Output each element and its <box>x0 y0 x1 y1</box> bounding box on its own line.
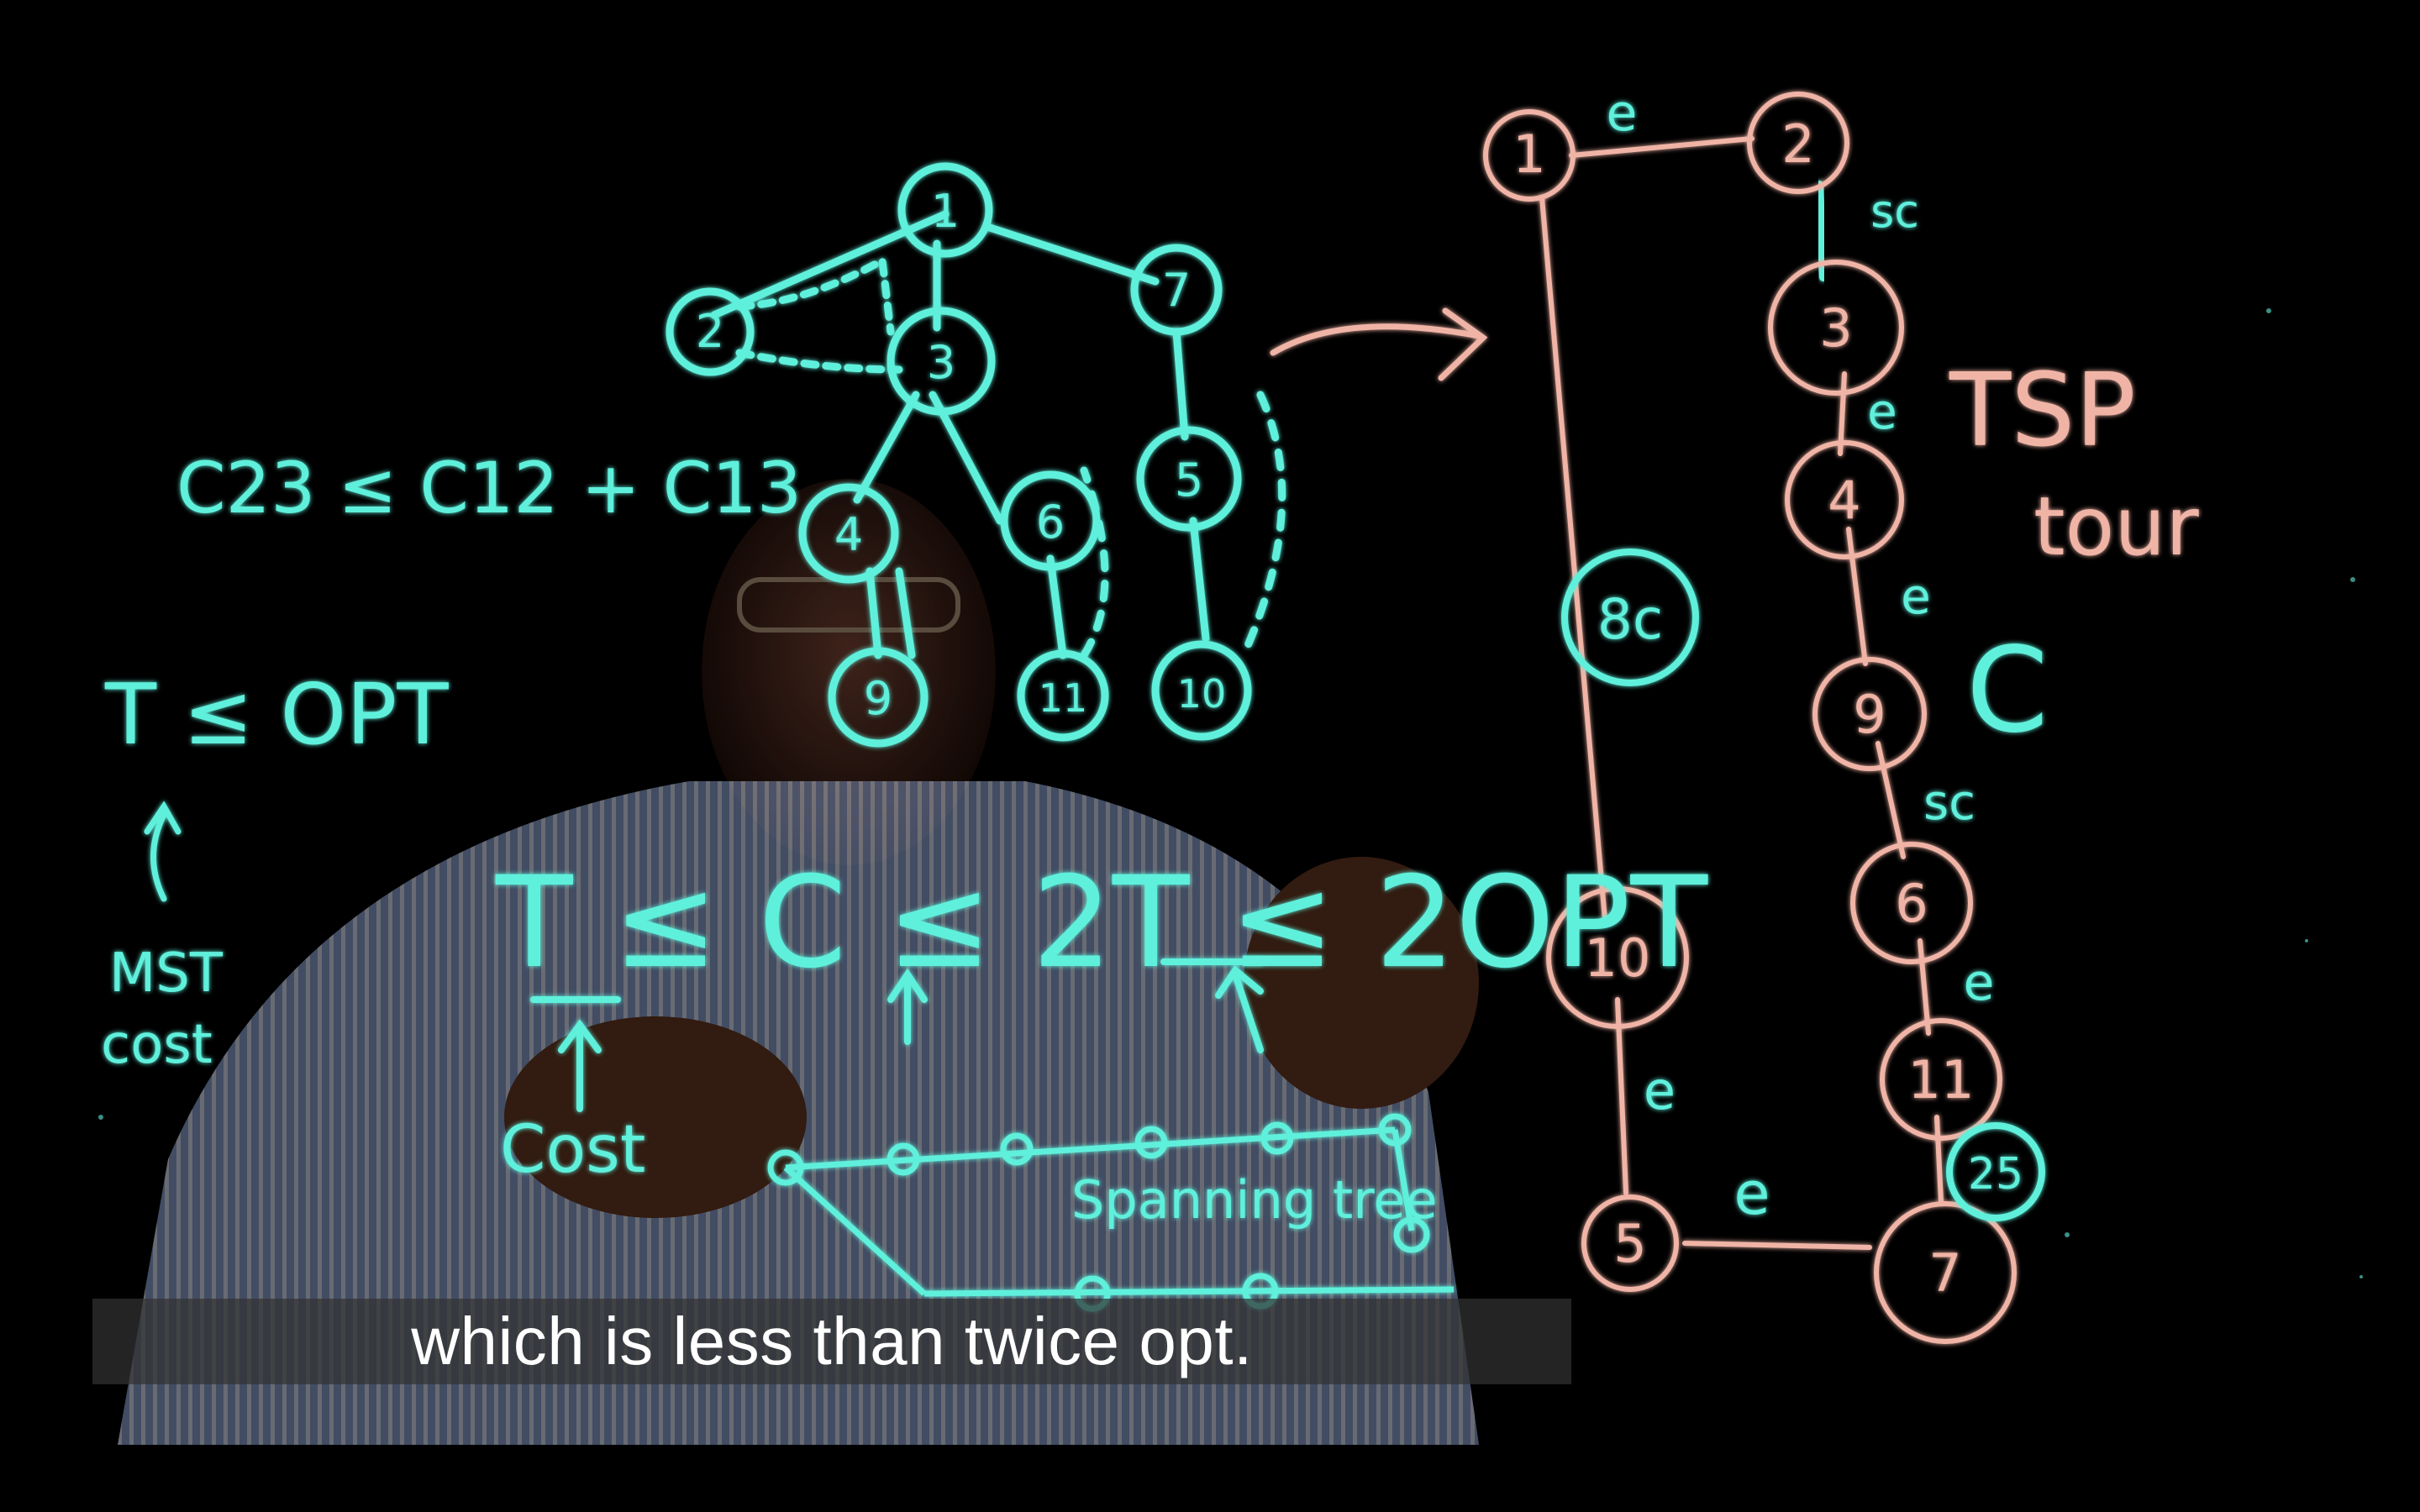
tree-node-5-label: 5 <box>1175 454 1203 507</box>
tree-node-1-label: 1 <box>931 185 960 238</box>
tsp-title: TSP <box>1949 353 2136 470</box>
cost-label: Cost <box>500 1112 645 1188</box>
tour-node-5-label: 5 <box>1613 1213 1646 1274</box>
mst-node-circles <box>666 162 1252 748</box>
tour-node-2-label: 2 <box>1781 113 1814 175</box>
tour-node-3 <box>1768 260 1904 396</box>
tree-node-11 <box>1017 649 1109 742</box>
tour-node-6 <box>1850 842 1973 964</box>
inequality-markers <box>530 958 1264 1112</box>
cost-25-label: 25 <box>1968 1149 2023 1200</box>
tree-node-10-label: 10 <box>1177 671 1227 717</box>
edge-label-4-9: e <box>1901 568 1931 625</box>
marker-dust <box>98 308 2363 1278</box>
tour-node-10 <box>1546 886 1689 1029</box>
tree-node-6 <box>1000 470 1101 571</box>
mst-tree <box>710 210 1286 659</box>
presenter <box>118 479 1479 1445</box>
tree-node-5 <box>1136 426 1242 532</box>
tour-node-7-label: 7 <box>1928 1242 1961 1304</box>
tour-node-1 <box>1483 109 1576 202</box>
tour-node-10-label: 10 <box>1585 927 1651 989</box>
tour-node-3-label: 3 <box>1819 297 1852 359</box>
tour-node-9-label: 9 <box>1853 684 1886 745</box>
edge-label-6-11: e <box>1964 953 1995 1012</box>
cost-25-circle <box>1946 1122 2045 1221</box>
cost-8c-circle <box>1561 549 1699 686</box>
tree-node-7-label: 7 <box>1162 264 1191 317</box>
spanning-tree-sketch <box>767 1113 1455 1312</box>
tree-node-2 <box>666 287 755 376</box>
tour-node-4-label: 4 <box>1828 470 1860 531</box>
tree-node-11-label: 11 <box>1039 675 1088 721</box>
tour-title: tour <box>2033 480 2199 574</box>
edge-label-10-5: e <box>1644 1060 1676 1121</box>
tsp-tour-node-circles <box>1483 92 2017 1344</box>
main-inequality: T ≤ C ≤ 2T ≤ 2OPT <box>495 850 1709 996</box>
edge-label-3-4: e <box>1867 383 1897 440</box>
tour-node-6-label: 6 <box>1895 873 1928 934</box>
tour-node-4 <box>1785 440 1904 559</box>
edge-label-5-7: e <box>1733 1159 1770 1228</box>
mst-cost-label: cost <box>101 1014 213 1076</box>
edge-label-2-3: sc <box>1870 185 1919 238</box>
tour-node-1-label: 1 <box>1512 123 1545 185</box>
spanning-tree-label: Spanning tree <box>1071 1169 1438 1231</box>
tour-node-2 <box>1747 92 1849 194</box>
tree-node-10 <box>1151 640 1252 741</box>
edge-label-9-6: sc <box>1923 774 1975 831</box>
tree-node-4 <box>798 483 899 584</box>
tree-node-7 <box>1130 244 1223 336</box>
tree-node-2-label: 2 <box>696 305 724 358</box>
presenter-head <box>702 479 996 865</box>
subtitle-bar: which is less than twice opt. <box>92 1299 1571 1384</box>
tree-node-6-label: 6 <box>1036 496 1065 549</box>
t-le-opt: T ≤ OPT <box>104 665 449 764</box>
mst-label: MST <box>109 942 224 1005</box>
presenter-right-hand <box>1244 857 1479 1109</box>
tour-cost-circles <box>1561 549 2045 1221</box>
edge-label-1-2: e <box>1607 84 1638 143</box>
tour-node-7 <box>1874 1201 2017 1344</box>
mst-up-arrow <box>144 801 182 902</box>
subtitle-text: which is less than twice opt. <box>411 1304 1253 1378</box>
triangle-inequality: C23 ≤ C12 + C13 <box>176 447 802 529</box>
tree-node-1 <box>897 162 993 258</box>
tree-to-tour-arrow <box>1270 307 1488 381</box>
tour-node-5 <box>1581 1194 1679 1292</box>
tree-node-9-label: 9 <box>864 672 892 725</box>
tour-node-11 <box>1880 1018 2002 1141</box>
tree-node-3-label: 3 <box>927 336 955 389</box>
tour-cost-C: C <box>1966 622 2049 759</box>
tree-node-3 <box>886 307 996 416</box>
tour-node-9 <box>1812 657 1927 771</box>
tree-node-4-label: 4 <box>834 508 863 561</box>
cost-8c-label: 8c <box>1597 587 1663 652</box>
tour-node-11-label: 11 <box>1908 1049 1975 1110</box>
tree-node-9 <box>828 647 929 748</box>
